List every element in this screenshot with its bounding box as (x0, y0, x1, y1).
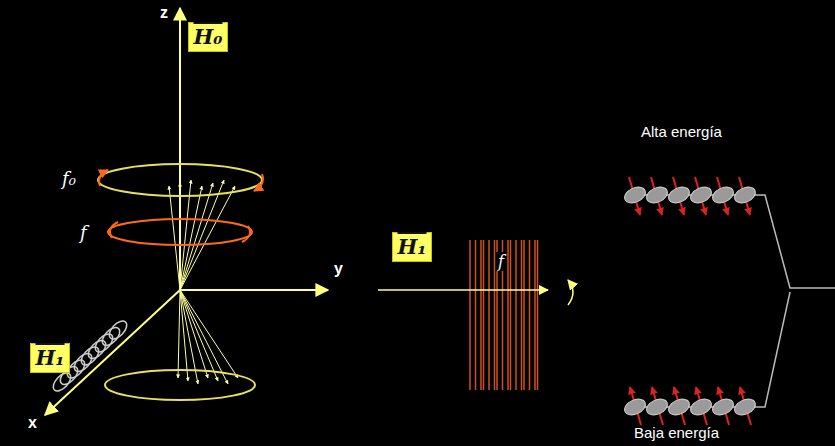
spins (622, 177, 758, 425)
field-label-box: H₁ (392, 232, 432, 262)
field-label-box: H₁ (30, 343, 70, 373)
rotation-arrow (568, 280, 573, 305)
energy-levels (630, 195, 835, 407)
axis-label: z (160, 4, 168, 22)
frequency-label: f (496, 252, 506, 271)
axis-label: y (334, 260, 343, 278)
energy-label: Baja energía (634, 424, 719, 441)
rf-orbit (108, 219, 252, 245)
precession-orbit (98, 164, 262, 196)
precession-cones (169, 180, 238, 384)
axis-label: x (28, 414, 37, 432)
energy-label: Alta energía (641, 123, 722, 140)
frequency-label: f (80, 222, 87, 243)
field-label-box: H₀ (188, 22, 228, 52)
field-symbol: H₀ (193, 25, 222, 48)
rf-band (470, 240, 538, 390)
precession-orbit (105, 370, 255, 400)
field-symbol: H₁ (35, 346, 64, 369)
frequency-label: f₀ (62, 168, 76, 189)
field-arrow (378, 289, 548, 291)
rotation-arrows (99, 170, 263, 242)
axes (45, 8, 328, 415)
field-symbol: H₁ (397, 235, 426, 258)
